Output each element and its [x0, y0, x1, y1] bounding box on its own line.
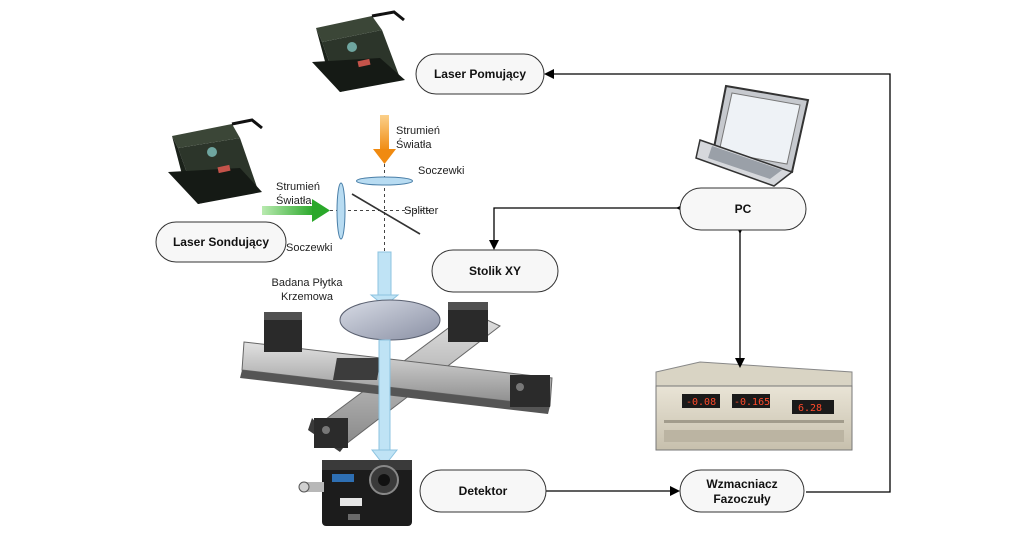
node-pc-label: PC: [735, 202, 752, 216]
node-laser-pomujacy: Laser Pomujący: [415, 53, 545, 95]
pump-laser-device: [312, 10, 405, 92]
node-laser-sondujacy-label: Laser Sondujący: [173, 235, 269, 249]
left-lens: [336, 182, 346, 240]
node-stolik-xy-label: Stolik XY: [469, 264, 521, 278]
annot-soczewki-left: Soczewki: [286, 242, 332, 254]
node-wzmacniacz: Wzmacniacz Fazoczuły: [679, 469, 805, 513]
lock-in-display-3: 6.28: [798, 403, 822, 414]
node-pc: PC: [679, 187, 807, 231]
node-wzmacniacz-label-line2: Fazoczuły: [713, 492, 771, 506]
lock-in-amplifier-device: [655, 361, 853, 451]
lock-in-display-2: -0.165: [734, 397, 770, 408]
annot-plytka-2: Krzemowa: [281, 291, 334, 303]
detector-device: [298, 460, 412, 526]
node-detektor: Detektor: [419, 469, 547, 513]
lock-in-display-1: -0.08: [686, 397, 716, 408]
annot-strumien-left-1: Strumień: [276, 181, 320, 193]
probe-laser-device: [168, 118, 263, 204]
annot-plytka-1: Badana Płytka: [272, 277, 344, 289]
xy-stage-device: [240, 302, 553, 452]
node-stolik-xy: Stolik XY: [431, 249, 559, 293]
pc-stolik-link-arrow: [489, 203, 686, 250]
node-wzmacniacz-label-line1: Wzmacniacz: [706, 477, 777, 491]
annot-strumien-top-2: Światła: [396, 138, 432, 151]
annot-strumien-top-1: Strumień: [396, 125, 440, 137]
node-detektor-label: Detektor: [459, 484, 508, 498]
annot-soczewki-top: Soczewki: [418, 165, 464, 177]
top-lens: [356, 176, 413, 186]
annot-splitter: Splitter: [404, 205, 439, 217]
blue-beam-to-wafer: [369, 251, 400, 307]
amplifier-to-pump-laser-arrow: [544, 69, 891, 493]
beam-splitter: [351, 193, 421, 235]
blue-beam-to-detector: [370, 339, 399, 467]
node-laser-sondujacy: Laser Sondujący: [155, 221, 287, 263]
laptop-device: [695, 84, 810, 187]
node-laser-pomujacy-label: Laser Pomujący: [434, 67, 526, 81]
orange-light-beam: [373, 115, 396, 164]
green-light-beam: [262, 199, 330, 222]
silicon-wafer: [339, 299, 441, 341]
annot-strumien-left-2: Światła: [276, 194, 312, 207]
